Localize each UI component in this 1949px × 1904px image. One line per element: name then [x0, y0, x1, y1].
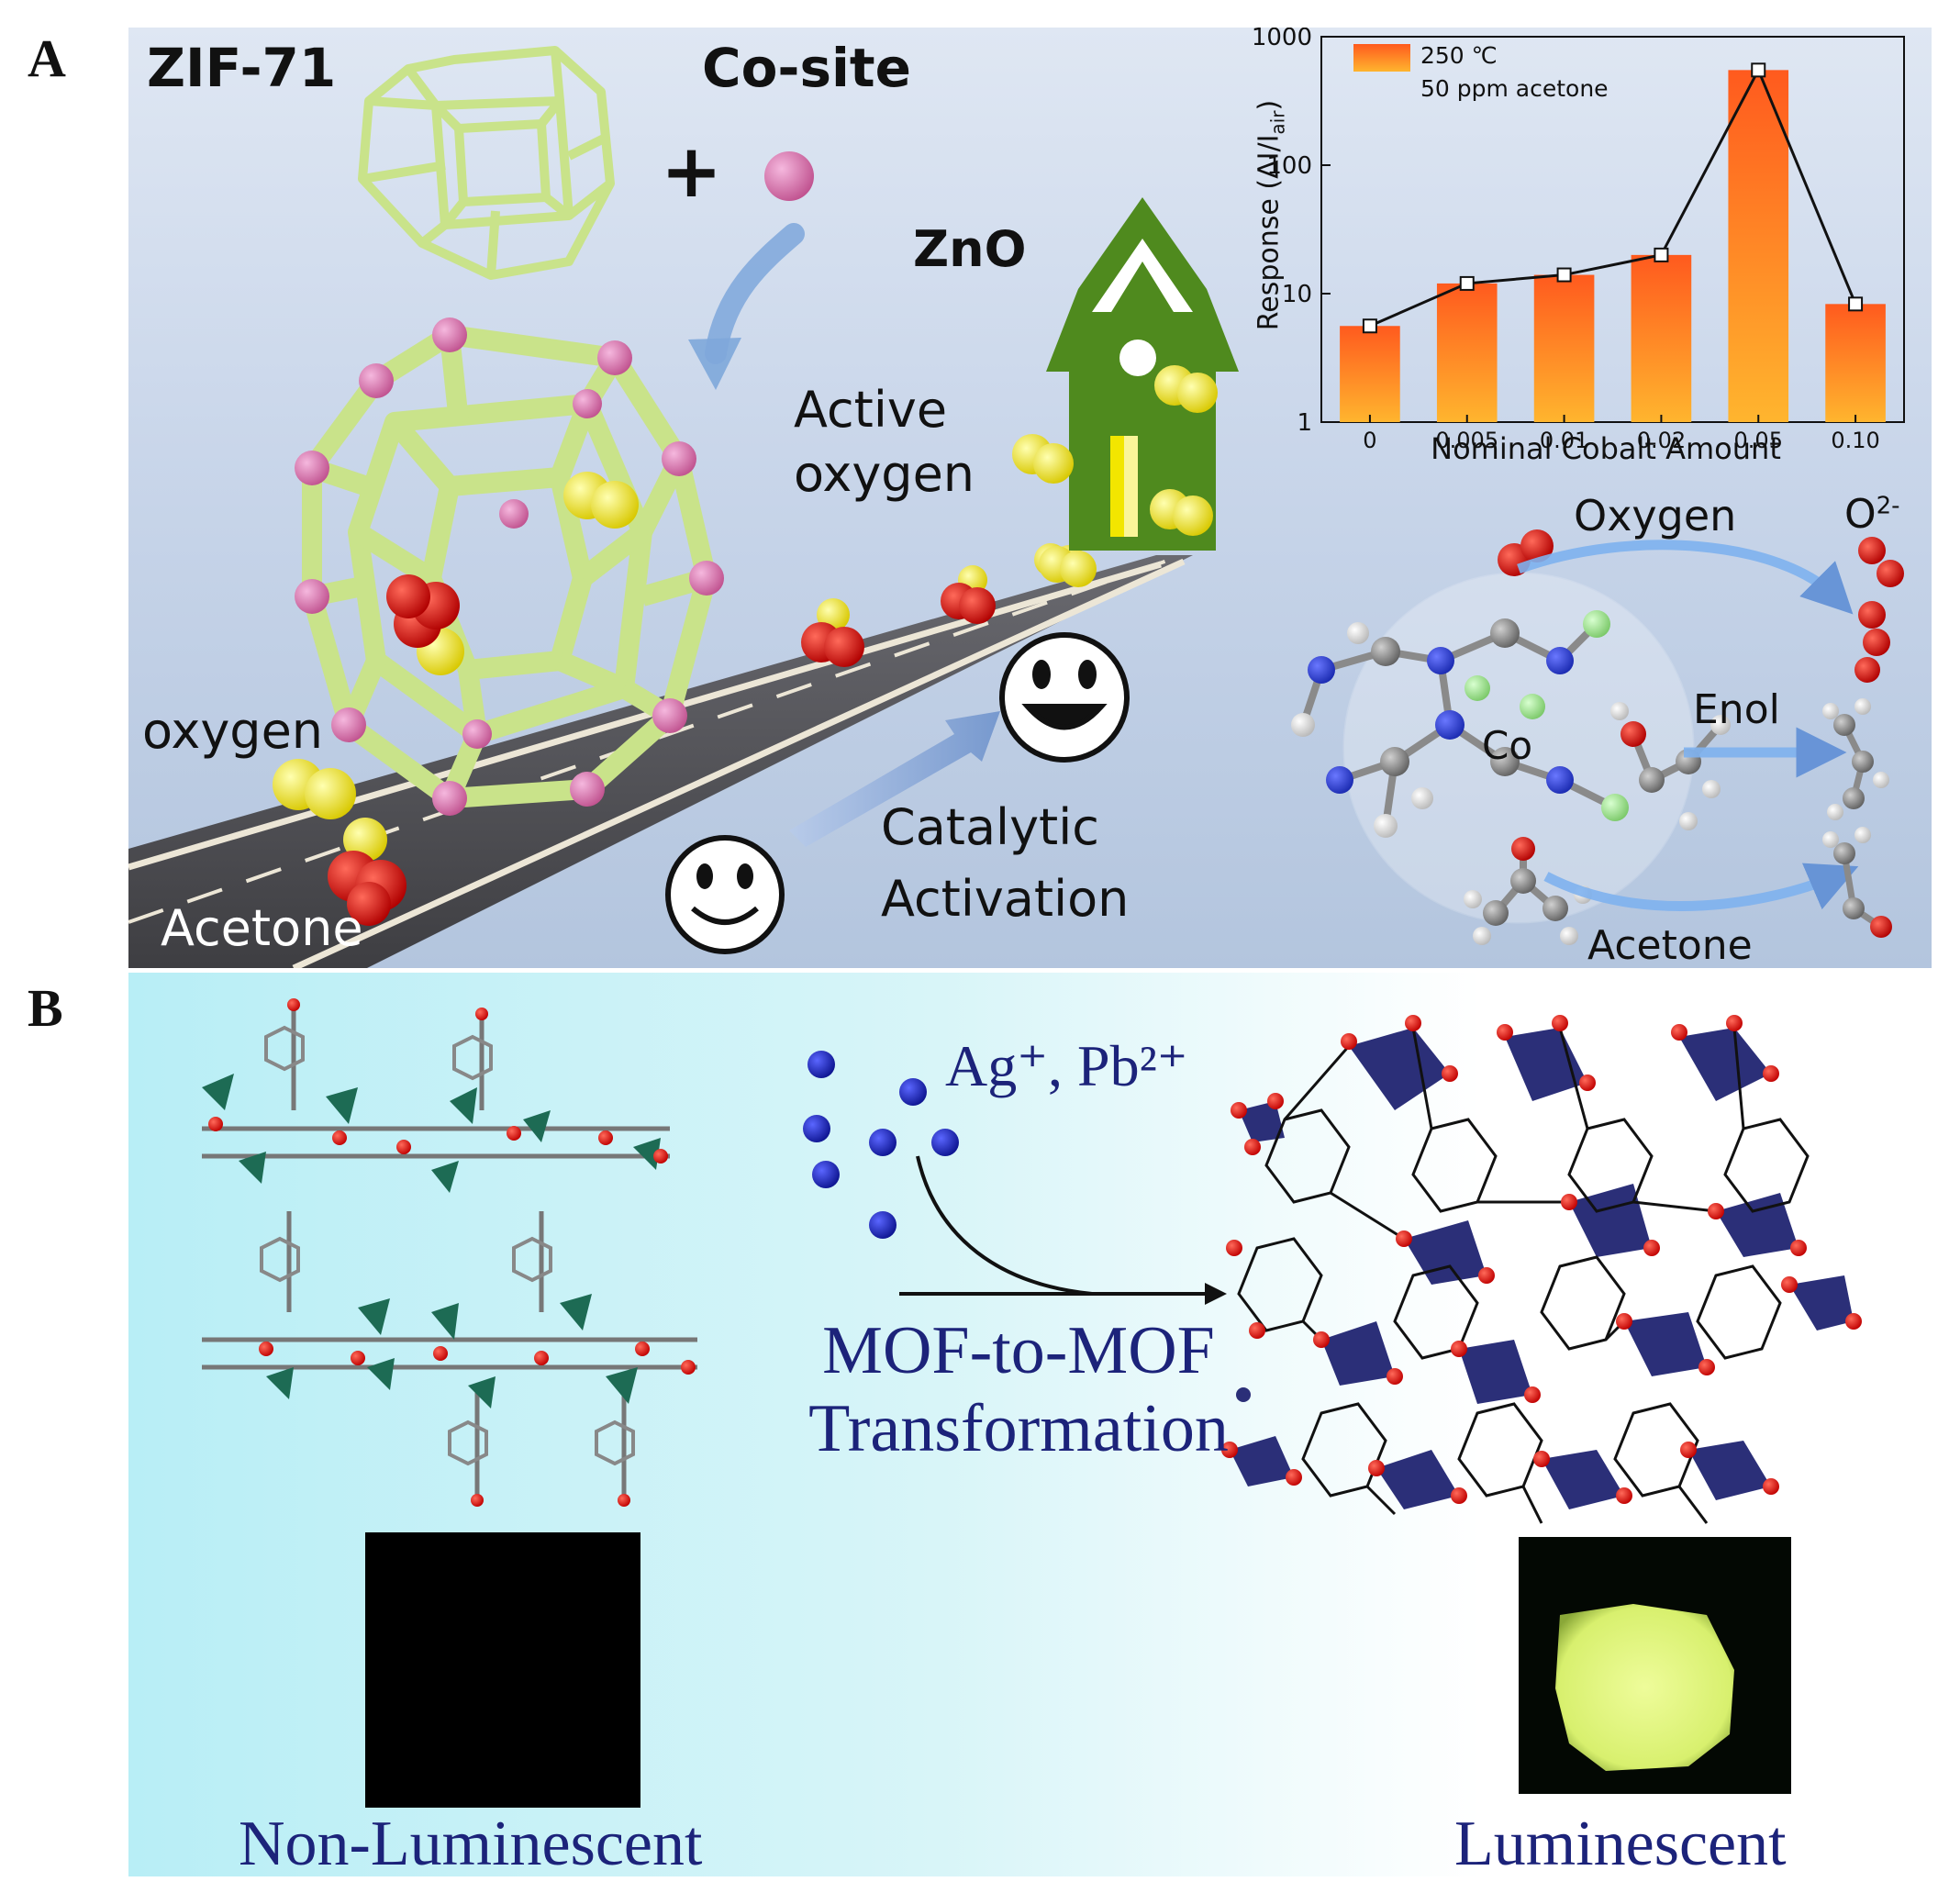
- non-luminescent-label: Non-Luminescent: [239, 1809, 703, 1876]
- panel-b-letter: B: [28, 978, 63, 1038]
- x-tick-label: 0.05: [1734, 428, 1783, 453]
- acetone-road-label: Acetone: [161, 899, 363, 957]
- legend-line1: 250 ℃: [1420, 42, 1498, 69]
- road-acetone-molecule: [801, 598, 864, 667]
- panel-b: Ag⁺, Pb²⁺ MOF-to-MOF Transformation Non-…: [128, 973, 1932, 1876]
- chart-bar: [1340, 326, 1400, 422]
- enol-product-molecule: [1822, 698, 1889, 820]
- chart-point-marker: [1751, 62, 1766, 78]
- y-tick-label: 100: [1266, 152, 1312, 180]
- zif-71-label: ZIF-71: [147, 37, 337, 99]
- o2-product-label: O2-: [1844, 491, 1900, 538]
- house-yellow-oxygen: [1012, 365, 1218, 587]
- x-tick-label: 0.10: [1831, 428, 1879, 453]
- chart-y-axis-label: Response (ΔI/Iair): [1253, 69, 1289, 362]
- catalytic-label-line2: Activation: [881, 870, 1130, 928]
- non-luminescent-sample-photo: [365, 1532, 640, 1808]
- road-yellow-oxygen: [273, 759, 356, 819]
- transformation-label-line1: MOF-to-MOF: [822, 1313, 1215, 1388]
- chart-point-marker: [1362, 318, 1377, 334]
- luminescent-glow-sample: [1555, 1604, 1734, 1771]
- chart-point-marker: [1654, 247, 1669, 262]
- x-tick-label: 0: [1363, 428, 1376, 453]
- road-acetone-molecule: [328, 818, 407, 926]
- active-oxygen-label-line1: Active: [794, 381, 948, 439]
- y-axis-label-main: Response (ΔI/I: [1253, 134, 1286, 331]
- chart-point-marker: [1459, 275, 1475, 291]
- x-tick-label: 0.02: [1637, 428, 1686, 453]
- enol-label: Enol: [1693, 686, 1780, 733]
- road-acetone-molecule: [941, 565, 996, 624]
- o2-product-text: O: [1844, 491, 1877, 538]
- cage-acetone-molecule: [386, 574, 464, 675]
- luminescent-mof-structure: [1221, 1015, 1862, 1524]
- co-label: Co: [1482, 723, 1533, 768]
- acetone-arrow: [1543, 863, 1859, 912]
- y-axis-label-sub: air: [1266, 110, 1289, 135]
- small-zif-cage: [358, 46, 615, 280]
- chart-bar: [1631, 254, 1692, 422]
- inset-chart: 1 10 100 1000 0 0.005 0.01 0.02 0.05 0.10 250 ℃ 5…: [1220, 28, 1918, 468]
- legend-line2: 50 ppm acetone: [1420, 75, 1609, 102]
- luminescent-label: Luminescent: [1454, 1809, 1787, 1876]
- panel-a: ZIF-71 Co-site + ZnO Active oxygen oxyge…: [128, 28, 1932, 968]
- mechanism-oxygen-label: Oxygen: [1574, 491, 1737, 540]
- zno-label: ZnO: [913, 220, 1027, 278]
- co-site-label: Co-site: [702, 37, 911, 99]
- non-luminescent-mof-structure: [202, 998, 697, 1507]
- chart-point-marker: [1848, 296, 1864, 312]
- mechanism-acetone-label: Acetone: [1587, 922, 1753, 968]
- o2-superscript: 2-: [1876, 492, 1900, 520]
- transformation-curve: [916, 1155, 1093, 1296]
- catalytic-label-line1: Catalytic: [881, 798, 1099, 856]
- o2-product-molecules: [1854, 537, 1904, 683]
- road-edge-line: [292, 558, 1186, 968]
- panel-a-illustration: [128, 46, 1904, 968]
- active-oxygen-label-line2: oxygen: [794, 445, 975, 503]
- chart-bar: [1728, 70, 1789, 422]
- y-axis-label-close: ): [1253, 99, 1286, 111]
- cage-co-atoms: [295, 317, 724, 816]
- chart-bar: [1436, 283, 1498, 422]
- catalytic-arrow: [789, 711, 1000, 847]
- small-smiley-icon: [665, 835, 785, 954]
- metal-ions: [803, 1051, 959, 1239]
- acetone-product-molecule: [1822, 827, 1892, 938]
- x-tick-label: 0.01: [1540, 428, 1588, 453]
- chart-x-axis-label: Nominal Cobalt Amount: [1431, 431, 1781, 466]
- chart-point-marker: [1556, 267, 1572, 283]
- transformation-label-line2: Transformation: [808, 1391, 1229, 1466]
- y-tick-label: 10: [1282, 281, 1312, 308]
- y-tick-label: 1: [1297, 409, 1312, 437]
- cage-yellow-oxygen: [563, 472, 639, 529]
- metal-ions-label: Ag⁺, Pb²⁺: [945, 1033, 1188, 1098]
- co-site-atom: [764, 151, 814, 201]
- zno-house: [1046, 197, 1239, 551]
- chart-bar: [1533, 274, 1595, 422]
- chart-bar: [1825, 304, 1886, 422]
- chart-plot-frame: [1320, 36, 1905, 423]
- panel-a-letter: A: [28, 28, 66, 88]
- happy-smiley-icon: [999, 632, 1130, 763]
- large-zif-cage: [302, 325, 717, 808]
- chart-line-series: [1369, 66, 1857, 328]
- x-tick-label: 0.005: [1435, 428, 1498, 453]
- cage-to-cobalt-arrow: [705, 223, 805, 364]
- inset-chart-svg: 1 10 100 1000 0 0.005 0.01 0.02 0.05 0.10: [1252, 28, 1905, 453]
- co-complex-atoms: [1291, 610, 1629, 838]
- plus-sign: +: [661, 128, 723, 214]
- oxygen-arrow: [1517, 540, 1854, 615]
- oxygen-label: oxygen: [142, 702, 324, 760]
- legend-swatch: [1353, 44, 1410, 72]
- panel-b-illustration: [202, 998, 1862, 1808]
- y-tick-label: 1000: [1252, 28, 1312, 51]
